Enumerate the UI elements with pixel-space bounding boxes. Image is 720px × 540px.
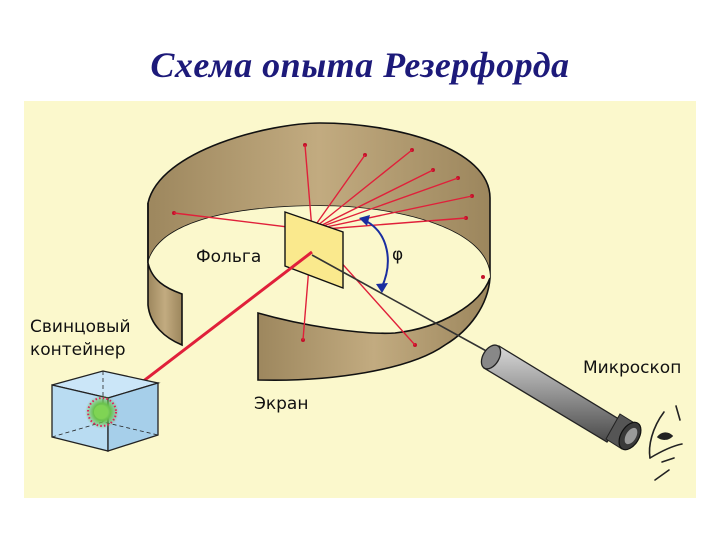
microscope-icon [480, 344, 642, 451]
microscope-sight-line [311, 254, 491, 354]
angle-label: φ [392, 245, 403, 265]
gold-foil [284, 211, 344, 290]
slide-title: Схема опыта Резерфорда [150, 45, 570, 85]
screen-label: Экран [254, 394, 308, 414]
container-label-line2: контейнер [30, 340, 126, 360]
eye-icon [648, 405, 683, 481]
foil-label: Фольга [196, 247, 261, 267]
rutherford-experiment-diagram: Фольга φ Свинцовый контейнер Экран Микро… [24, 101, 696, 498]
angle-arc [365, 220, 389, 290]
screen-right-front-wall [257, 277, 491, 382]
lead-container [51, 370, 161, 452]
microscope-label: Микроскоп [583, 358, 681, 378]
screen-left-front-wall [147, 203, 183, 347]
angle-arrowhead-bottom [376, 283, 388, 293]
container-label-line1: Свинцовый [30, 317, 131, 337]
angle-arrowhead-top [359, 215, 370, 226]
